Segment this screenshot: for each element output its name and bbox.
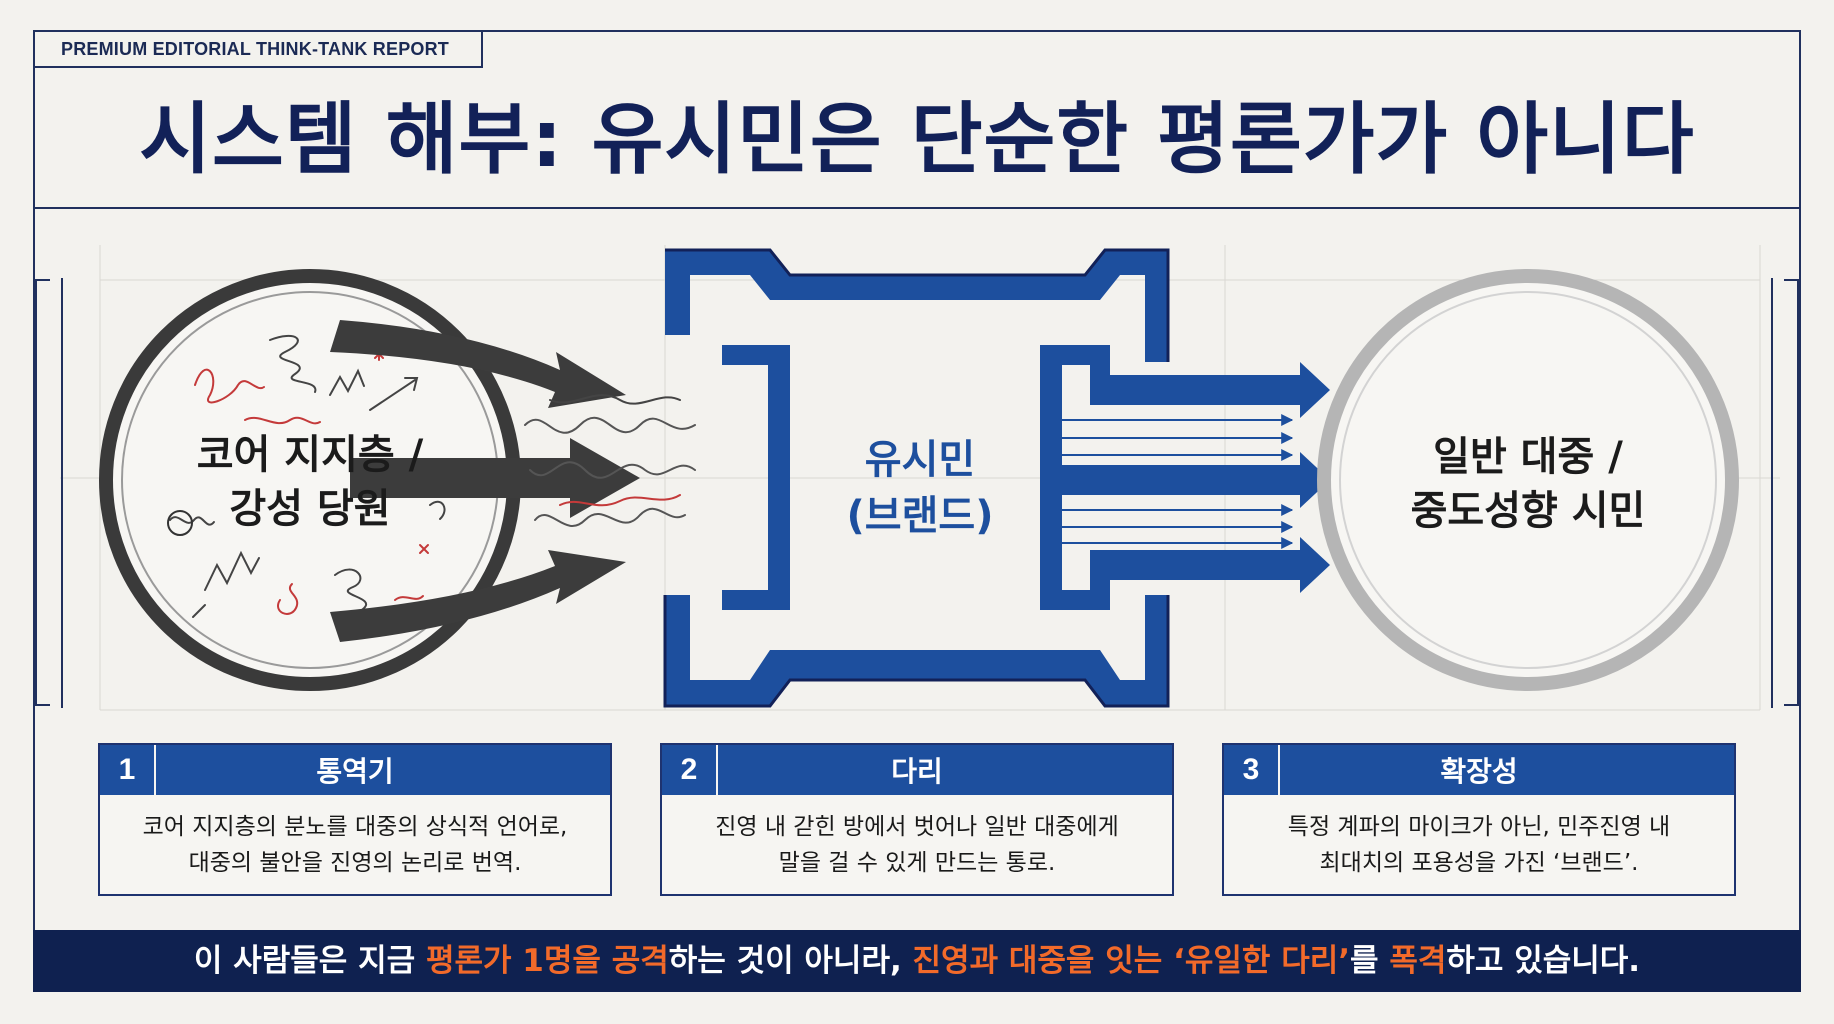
card-number: 2 [662, 745, 718, 795]
card-line: 말을 걸 수 있게 만드는 통로. [778, 850, 1056, 876]
card-translator: 1 통역기 코어 지지층의 분노를 대중의 상식적 언어로, 대중의 불안을 진… [98, 743, 612, 896]
side-brackets [35, 278, 1799, 708]
conclusion-text: 하는 것이 아니라, [668, 943, 913, 979]
conclusion-highlight: 평론가 1명을 공격 [425, 943, 669, 979]
core-supporters-circle [99, 269, 640, 691]
card-number: 1 [100, 745, 156, 795]
card-line: 최대치의 포용성을 가진 ‘브랜드’. [1319, 850, 1639, 876]
core-supporters-line1: 코어 지지층 / [196, 432, 424, 478]
card-scalability: 3 확장성 특정 계파의 마이크가 아닌, 민주진영 내 최대치의 포용성을 가… [1222, 743, 1736, 896]
brand-device [663, 248, 1170, 708]
card-description: 진영 내 갇힌 방에서 벗어나 일반 대중에게 말을 걸 수 있게 만드는 통로… [662, 795, 1172, 881]
anger-scribbles [167, 335, 446, 624]
conclusion-highlight: 진영과 대중을 잇는 ‘유일한 다리’ [912, 943, 1351, 979]
outgoing-blue-arrows [1062, 345, 1330, 610]
brand-line1: 유시민 [864, 437, 976, 483]
card-header: 3 확장성 [1224, 745, 1734, 795]
card-header: 1 통역기 [100, 745, 610, 795]
card-description: 코어 지지층의 분노를 대중의 상식적 언어로, 대중의 불안을 진영의 논리로… [100, 795, 610, 881]
report-tag: PREMIUM EDITORIAL THINK-TANK REPORT [33, 30, 483, 68]
card-description: 특정 계파의 마이크가 아닌, 민주진영 내 최대치의 포용성을 가진 ‘브랜드… [1224, 795, 1734, 881]
conclusion-text: 를 [1350, 943, 1390, 979]
core-supporters-line2: 강성 당원 [229, 486, 391, 532]
card-header: 2 다리 [662, 745, 1172, 795]
card-bridge: 2 다리 진영 내 갇힌 방에서 벗어나 일반 대중에게 말을 걸 수 있게 만… [660, 743, 1174, 896]
card-line: 특정 계파의 마이크가 아닌, 민주진영 내 [1287, 814, 1671, 840]
card-line: 진영 내 갇힌 방에서 벗어나 일반 대중에게 [715, 814, 1119, 840]
conclusion-text: 하고 있습니다. [1446, 943, 1641, 979]
core-supporters-label: 코어 지지층 / 강성 당원 [160, 428, 460, 536]
general-public-label: 일반 대중 / 중도성향 시민 [1358, 430, 1698, 538]
card-number: 3 [1224, 745, 1280, 795]
conclusion-text: 이 사람들은 지금 [193, 943, 426, 979]
card-title: 다리 [891, 755, 943, 788]
card-line: 코어 지지층의 분노를 대중의 상식적 언어로, [142, 814, 568, 840]
card-title: 확장성 [1440, 755, 1518, 788]
conclusion-highlight: 폭격 [1389, 943, 1447, 979]
card-line: 대중의 불안을 진영의 논리로 번역. [188, 850, 522, 876]
brand-label: 유시민 (브랜드) [800, 432, 1040, 544]
title-divider [33, 207, 1801, 209]
general-public-line2: 중도성향 시민 [1410, 488, 1646, 534]
general-public-circle [1317, 269, 1739, 691]
outgoing-dark-arrows [330, 320, 640, 642]
brand-line2: (브랜드) [846, 493, 994, 539]
conclusion-banner: 이 사람들은 지금 평론가 1명을 공격하는 것이 아니라, 진영과 대중을 잇… [33, 930, 1801, 992]
turbulent-lines [524, 394, 696, 527]
card-title: 통역기 [316, 755, 394, 788]
general-public-line1: 일반 대중 / [1433, 434, 1623, 480]
page-title: 시스템 해부: 유시민은 단순한 평론가가 아니다 [139, 95, 1695, 185]
